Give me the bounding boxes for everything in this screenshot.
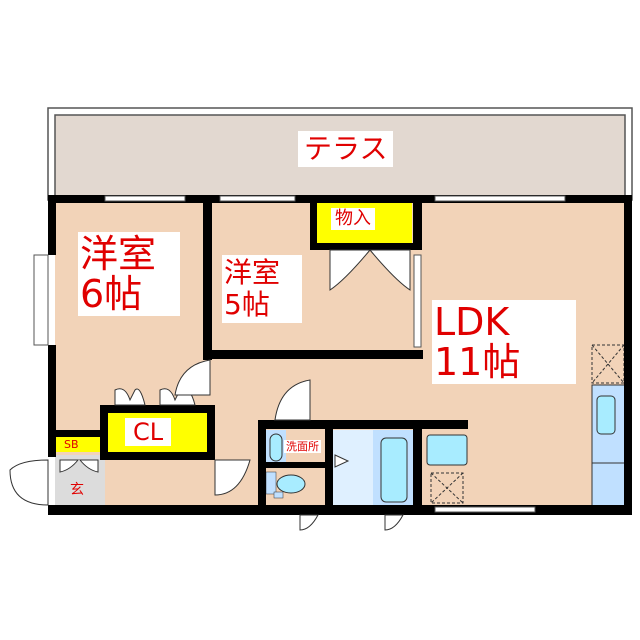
sink-icon	[596, 395, 616, 435]
toilet-icon	[276, 474, 306, 494]
walls	[48, 195, 632, 515]
storage-label: 物入	[331, 208, 375, 230]
appliance-space-icon	[430, 472, 464, 504]
doors	[9, 249, 411, 531]
western-room-6-label: 洋室 6帖	[78, 232, 180, 316]
shoebox-label: SB	[64, 438, 79, 451]
room-size: 11帖	[434, 340, 521, 384]
closet-label: CL	[125, 418, 172, 446]
bath-floor	[333, 430, 373, 510]
washing-machine-icon	[426, 434, 468, 466]
ldk-label: LDK 11帖	[432, 300, 576, 384]
bathtub-icon	[380, 437, 408, 503]
room-name: 洋室	[80, 232, 157, 276]
wash-basin-icon	[269, 433, 283, 462]
entrance-label: 玄	[70, 482, 84, 498]
washroom-label: 洗面所	[284, 440, 321, 453]
windows	[33, 195, 566, 513]
room-size: 6帖	[80, 272, 143, 316]
room-name: LDK	[434, 300, 510, 344]
western-room-5-label: 洋室 5帖	[222, 255, 302, 323]
room-size: 5帖	[224, 288, 270, 321]
room-name: 洋室	[224, 256, 281, 289]
shoebox-area	[55, 437, 100, 452]
terrace-label: テラス	[298, 131, 394, 167]
